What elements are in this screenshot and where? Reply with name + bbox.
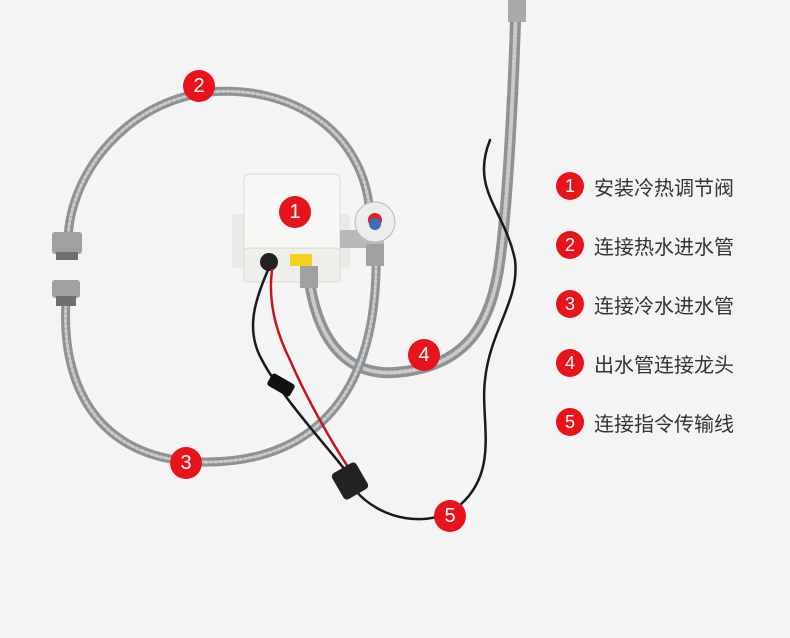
inline-connector [267, 373, 295, 397]
hot-hose-nut [52, 232, 82, 260]
legend-number: 1 [556, 172, 584, 200]
legend-item: 1 安装冷热调节阀 [556, 168, 786, 204]
legend-text: 连接热水进水管 [594, 234, 734, 259]
top-fitting [508, 0, 526, 22]
mixing-valve [340, 201, 396, 266]
marker-5: 5 [434, 500, 466, 532]
legend-number: 2 [556, 231, 584, 259]
outlet-hose [304, 0, 522, 379]
legend-item: 3 连接冷水进水管 [556, 286, 786, 322]
legend-item: 2 连接热水进水管 [556, 227, 786, 263]
marker-2: 2 [183, 70, 215, 102]
legend-item: 5 连接指令传输线 [556, 404, 786, 440]
marker-1: 1 [279, 196, 311, 228]
control-box [232, 173, 350, 283]
cold-hose-nut [52, 280, 80, 306]
legend-text: 安装冷热调节阀 [594, 175, 734, 200]
legend-number: 4 [556, 349, 584, 377]
legend-text: 连接指令传输线 [594, 411, 734, 436]
legend-text: 出水管连接龙头 [594, 352, 734, 377]
legend: 1 安装冷热调节阀 2 连接热水进水管 3 连接冷水进水管 4 出水管连接龙头 … [556, 168, 786, 463]
legend-text: 连接冷水进水管 [594, 293, 734, 318]
marker-4: 4 [408, 339, 440, 371]
box-outlet-fitting [300, 266, 318, 288]
legend-item: 4 出水管连接龙头 [556, 345, 786, 381]
marker-3: 3 [170, 447, 202, 479]
legend-number: 3 [556, 290, 584, 318]
connector-plug [331, 462, 369, 500]
legend-number: 5 [556, 408, 584, 436]
signal-wire [251, 138, 517, 521]
